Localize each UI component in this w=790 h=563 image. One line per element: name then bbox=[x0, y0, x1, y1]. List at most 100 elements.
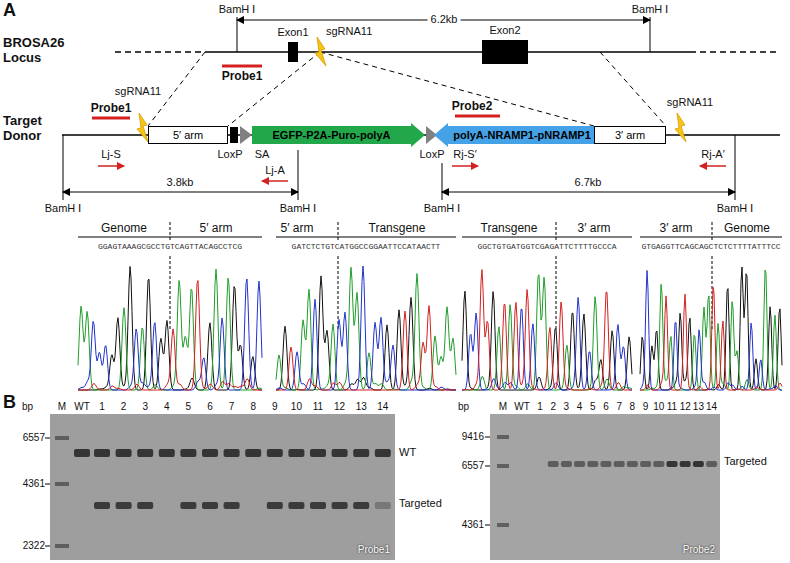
trace-line bbox=[276, 267, 456, 390]
gel-band bbox=[267, 502, 283, 509]
drawing-part bbox=[115, 51, 205, 53]
gel-band bbox=[288, 502, 304, 509]
region-label: 5′ arm bbox=[281, 222, 314, 236]
drawing-part bbox=[556, 222, 557, 240]
sa-box bbox=[230, 127, 238, 143]
lane-label: 9 bbox=[643, 401, 649, 413]
region-label: Transgene bbox=[369, 222, 426, 236]
lane-label: 11 bbox=[667, 401, 677, 413]
lane-label: M bbox=[58, 401, 66, 413]
gel-band bbox=[667, 461, 678, 467]
chromatogram bbox=[78, 266, 782, 390]
lane-label: 10 bbox=[653, 401, 664, 413]
probe-label: Probe1 bbox=[358, 544, 390, 556]
lane-label: 8 bbox=[250, 401, 256, 413]
drawing-part bbox=[63, 135, 64, 200]
lane-label: 3 bbox=[142, 401, 148, 413]
drawing-part bbox=[600, 52, 666, 126]
drawing-part bbox=[228, 52, 320, 126]
region-label: 3′ arm bbox=[660, 222, 693, 236]
probe-label: Probe1 bbox=[91, 102, 132, 116]
trace-line bbox=[276, 306, 456, 390]
region-label: 3′ arm bbox=[578, 222, 611, 236]
annotation: BamH Ⅰ bbox=[45, 202, 82, 215]
drawing-part bbox=[170, 222, 171, 240]
gel-background bbox=[50, 414, 395, 560]
lane-label: WT bbox=[74, 401, 90, 413]
drawing-part bbox=[262, 180, 288, 182]
ladder-tick bbox=[45, 484, 50, 485]
annotation: sgRNA11 bbox=[326, 25, 372, 38]
sgrna-bolt bbox=[315, 37, 326, 66]
annotation: 3.8kb bbox=[167, 176, 194, 189]
ladder-band bbox=[55, 436, 69, 440]
locus-map bbox=[115, 17, 780, 126]
gel-band bbox=[548, 461, 559, 467]
lane-label: 6557 bbox=[462, 460, 484, 472]
lane-label: 8 bbox=[630, 401, 636, 413]
lane-label: 1 bbox=[537, 401, 543, 413]
trace-line bbox=[78, 267, 262, 391]
size-label: 6.2kb bbox=[428, 13, 461, 26]
gel-band bbox=[224, 502, 240, 509]
donor-map bbox=[62, 135, 780, 200]
gel-band bbox=[375, 502, 391, 509]
ladder-tick bbox=[485, 525, 490, 526]
gel-band bbox=[94, 502, 110, 509]
lane-label: 3 bbox=[564, 401, 570, 413]
probe-label: Probe1 bbox=[222, 70, 263, 84]
gel-band bbox=[627, 461, 638, 467]
region-label: Transgene bbox=[481, 222, 538, 236]
exon-label: Exon2 bbox=[489, 24, 520, 36]
ladder-band bbox=[55, 544, 69, 548]
annotation: Targeted bbox=[399, 497, 442, 510]
exon-label: Exon1 bbox=[277, 26, 308, 38]
annotation: BamH Ⅰ bbox=[280, 202, 317, 215]
drawing-part bbox=[237, 17, 238, 52]
lane-label: 5 bbox=[590, 401, 596, 413]
gel-band bbox=[587, 461, 598, 467]
lane-label: 9416 bbox=[462, 431, 484, 443]
arrow-fill bbox=[434, 123, 596, 147]
annotation: BamH Ⅰ bbox=[717, 202, 754, 215]
ladder-tick bbox=[485, 466, 490, 467]
homology-arm-box: 3′ arm bbox=[594, 126, 666, 144]
gel-band bbox=[310, 449, 326, 457]
lane-label: 4361 bbox=[23, 478, 45, 490]
drawing-part bbox=[452, 165, 478, 167]
lane-label: 5 bbox=[186, 401, 192, 413]
gel-band bbox=[332, 449, 348, 457]
gel-band bbox=[693, 461, 704, 467]
trace-line bbox=[78, 281, 262, 391]
gel-band bbox=[137, 502, 153, 509]
panel-letter: A bbox=[3, 0, 16, 21]
drawing-part bbox=[700, 165, 726, 167]
gel-band bbox=[180, 502, 196, 509]
gel-band bbox=[640, 461, 651, 467]
trace-line bbox=[276, 276, 456, 390]
gel-band bbox=[224, 449, 240, 457]
lane-label: 11 bbox=[313, 401, 323, 413]
drawing-part bbox=[98, 165, 124, 167]
probe-label: Probe2 bbox=[452, 100, 493, 114]
element-label: EGFP-P2A-Puro-polyA bbox=[273, 129, 391, 141]
panel-letter: B bbox=[3, 392, 16, 413]
row-label: Target Donor bbox=[3, 114, 59, 144]
gel-band bbox=[375, 449, 391, 457]
trace-line bbox=[78, 279, 262, 390]
probe-line bbox=[455, 115, 500, 118]
lane-label: 12 bbox=[680, 401, 691, 413]
annotation: Lj-A bbox=[265, 164, 285, 177]
annotation: Rj-S′ bbox=[453, 148, 476, 161]
gel-band bbox=[202, 449, 218, 457]
lane-label: 4361 bbox=[462, 519, 484, 531]
gel-background bbox=[490, 414, 720, 560]
gel-band bbox=[267, 449, 283, 457]
lane-label: 4 bbox=[577, 401, 583, 413]
drawing-part bbox=[442, 163, 443, 200]
homology-arm-box: 5′ arm bbox=[148, 126, 228, 144]
lane-label: M bbox=[499, 401, 507, 413]
lane-label: 7 bbox=[229, 401, 235, 413]
lane-label: 13 bbox=[693, 401, 704, 413]
gel-band bbox=[653, 461, 664, 467]
